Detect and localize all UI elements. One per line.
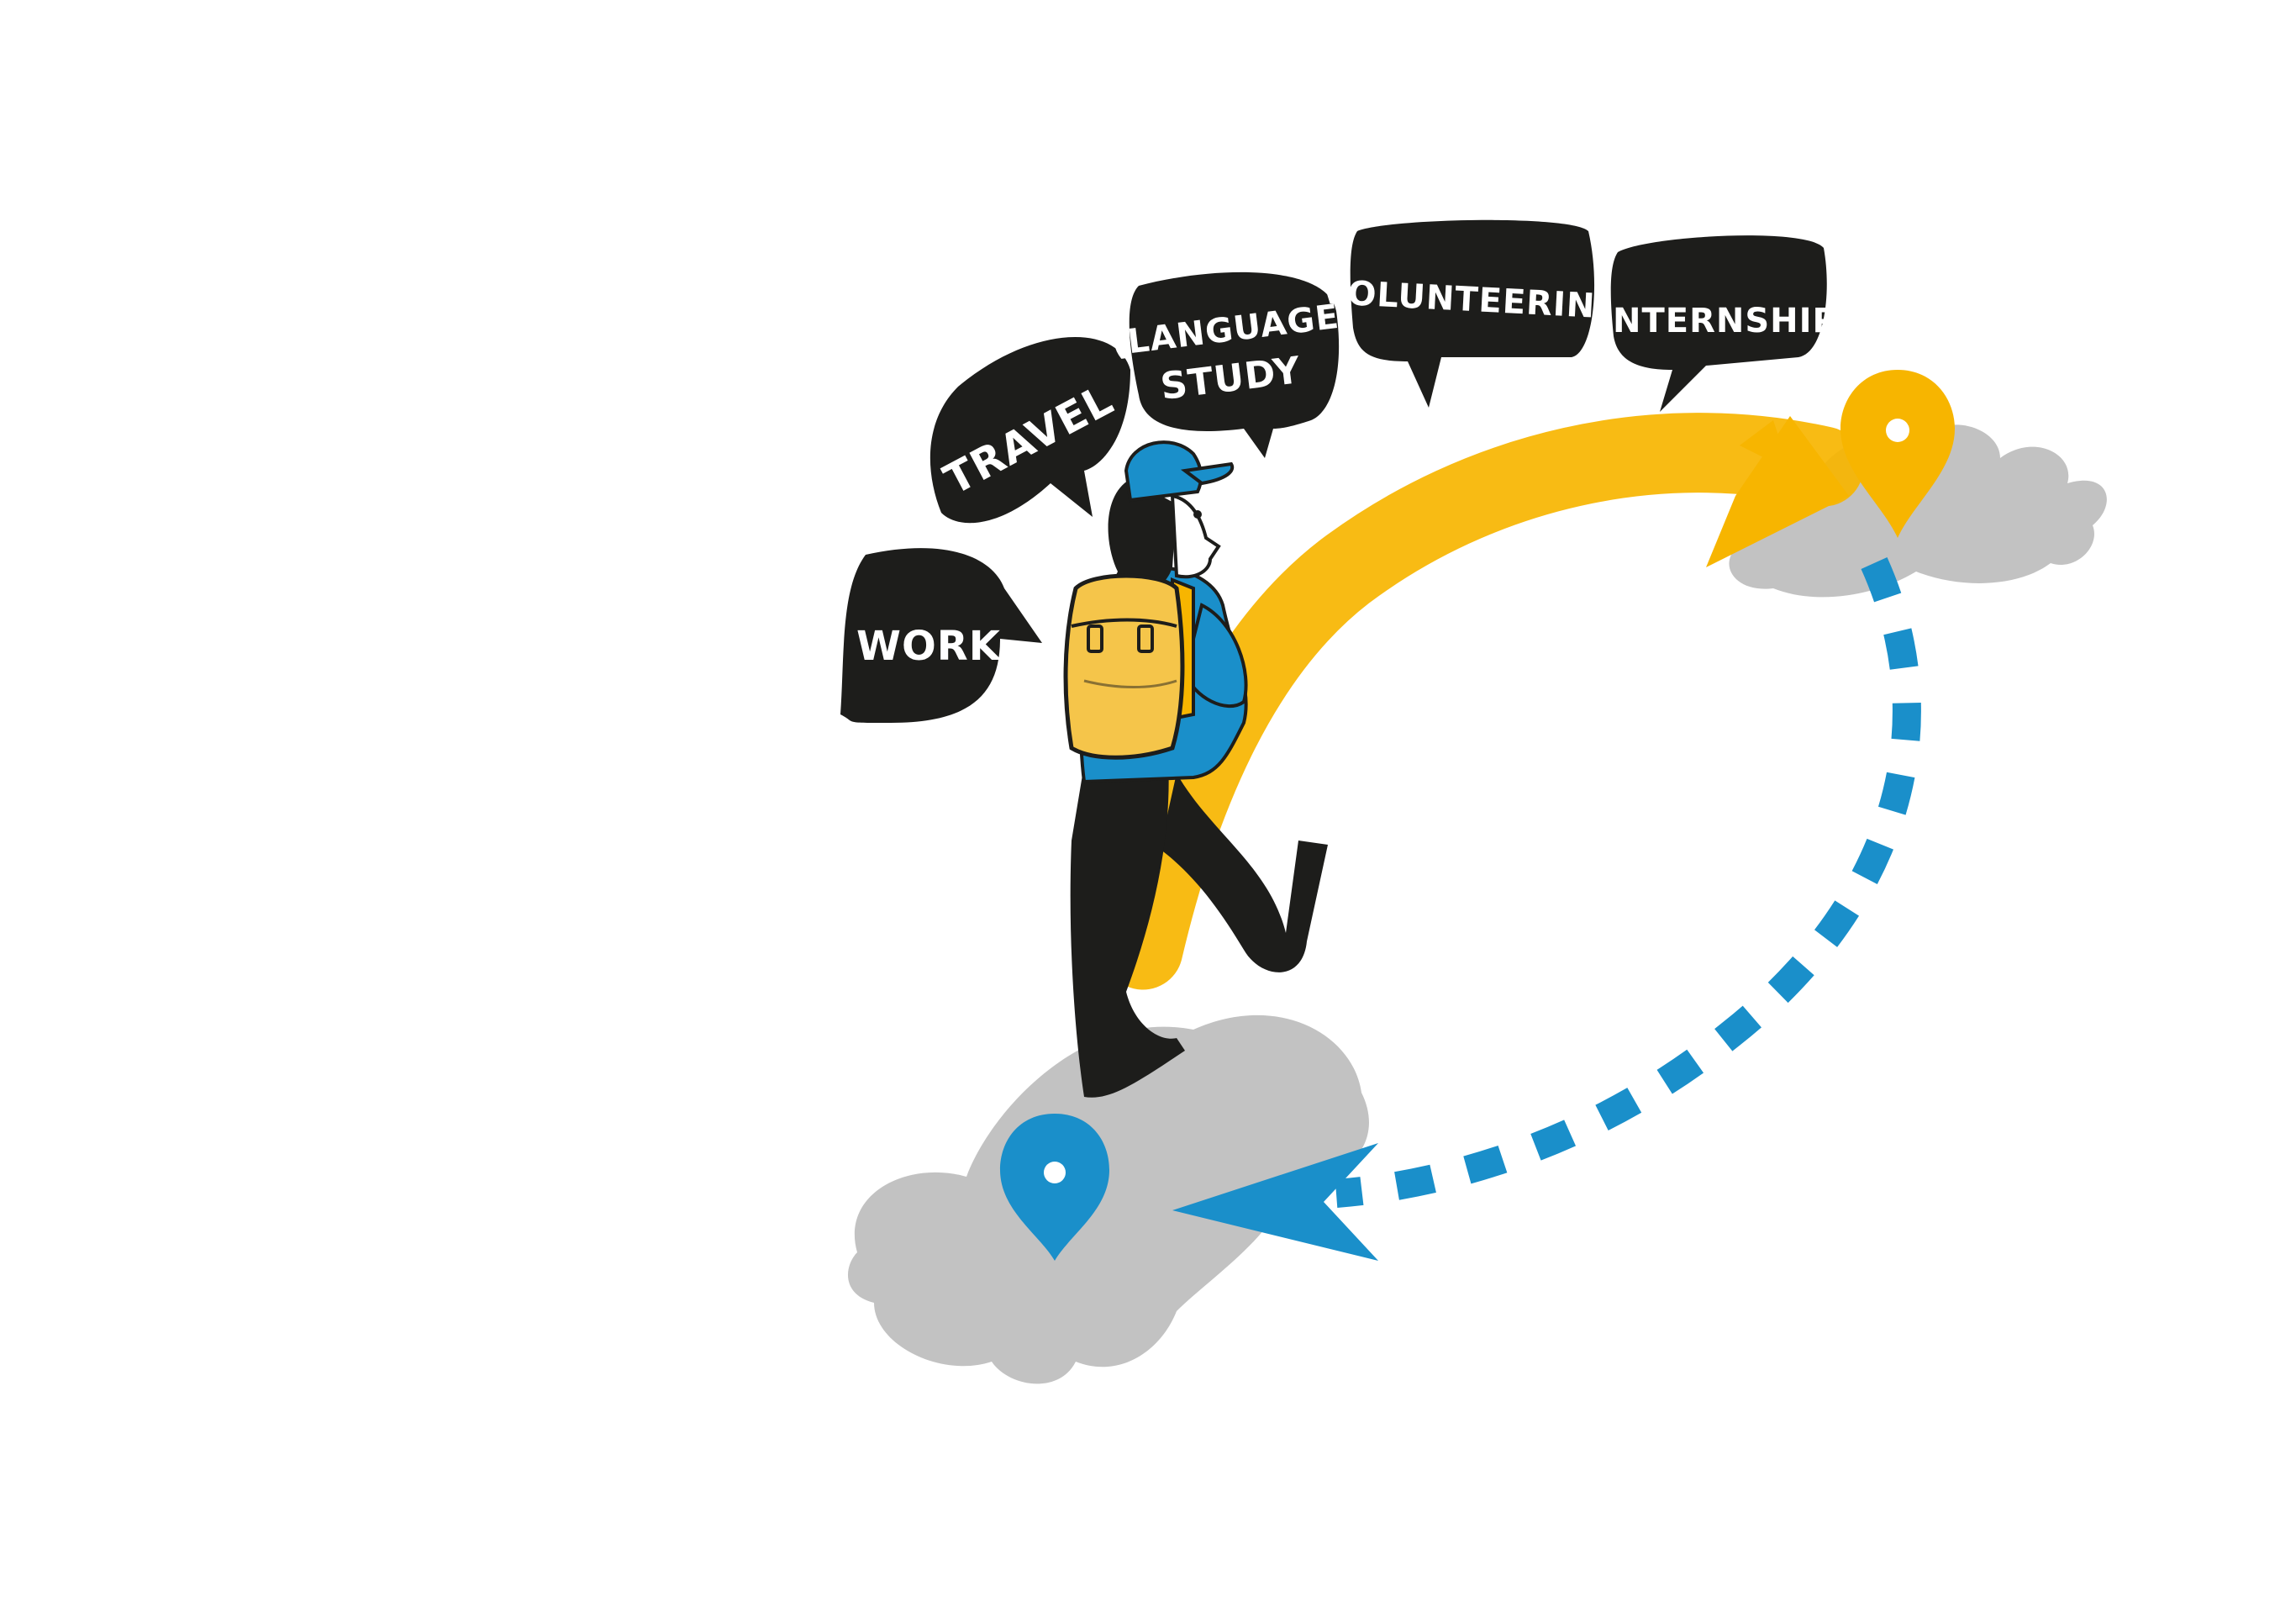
speech-bubble-internship: INTERNSHIP	[1599, 235, 1838, 412]
destination-map-pin-icon	[1840, 370, 1955, 538]
backpack-icon	[1063, 573, 1195, 760]
cap-icon	[1124, 440, 1235, 503]
traveler-back-leg	[1160, 773, 1328, 972]
traveler-front-leg	[1070, 761, 1185, 1098]
bubble-label-work: WORK	[856, 623, 1002, 670]
speech-bubble-language-study: (LANGUAGE) STUDY	[1109, 271, 1357, 458]
origin-map-pin-icon	[1000, 1114, 1109, 1261]
speech-bubble-volunteering: VOLUNTEERING	[1320, 219, 1625, 408]
speech-bubble-work: WORK	[840, 548, 1042, 723]
speech-bubble-travel: TRAVEL	[929, 336, 1130, 524]
traveler-figure	[1063, 440, 1328, 1098]
origin-cloud	[847, 1014, 1369, 1384]
traveler-eye	[1193, 510, 1202, 519]
traveler-arm	[1182, 603, 1248, 708]
bubble-label-internship: INTERNSHIP	[1599, 302, 1838, 340]
blue-dashed-return-path	[1172, 557, 1921, 1261]
traveler-hair	[1108, 479, 1177, 599]
traveler-face	[1170, 493, 1221, 579]
